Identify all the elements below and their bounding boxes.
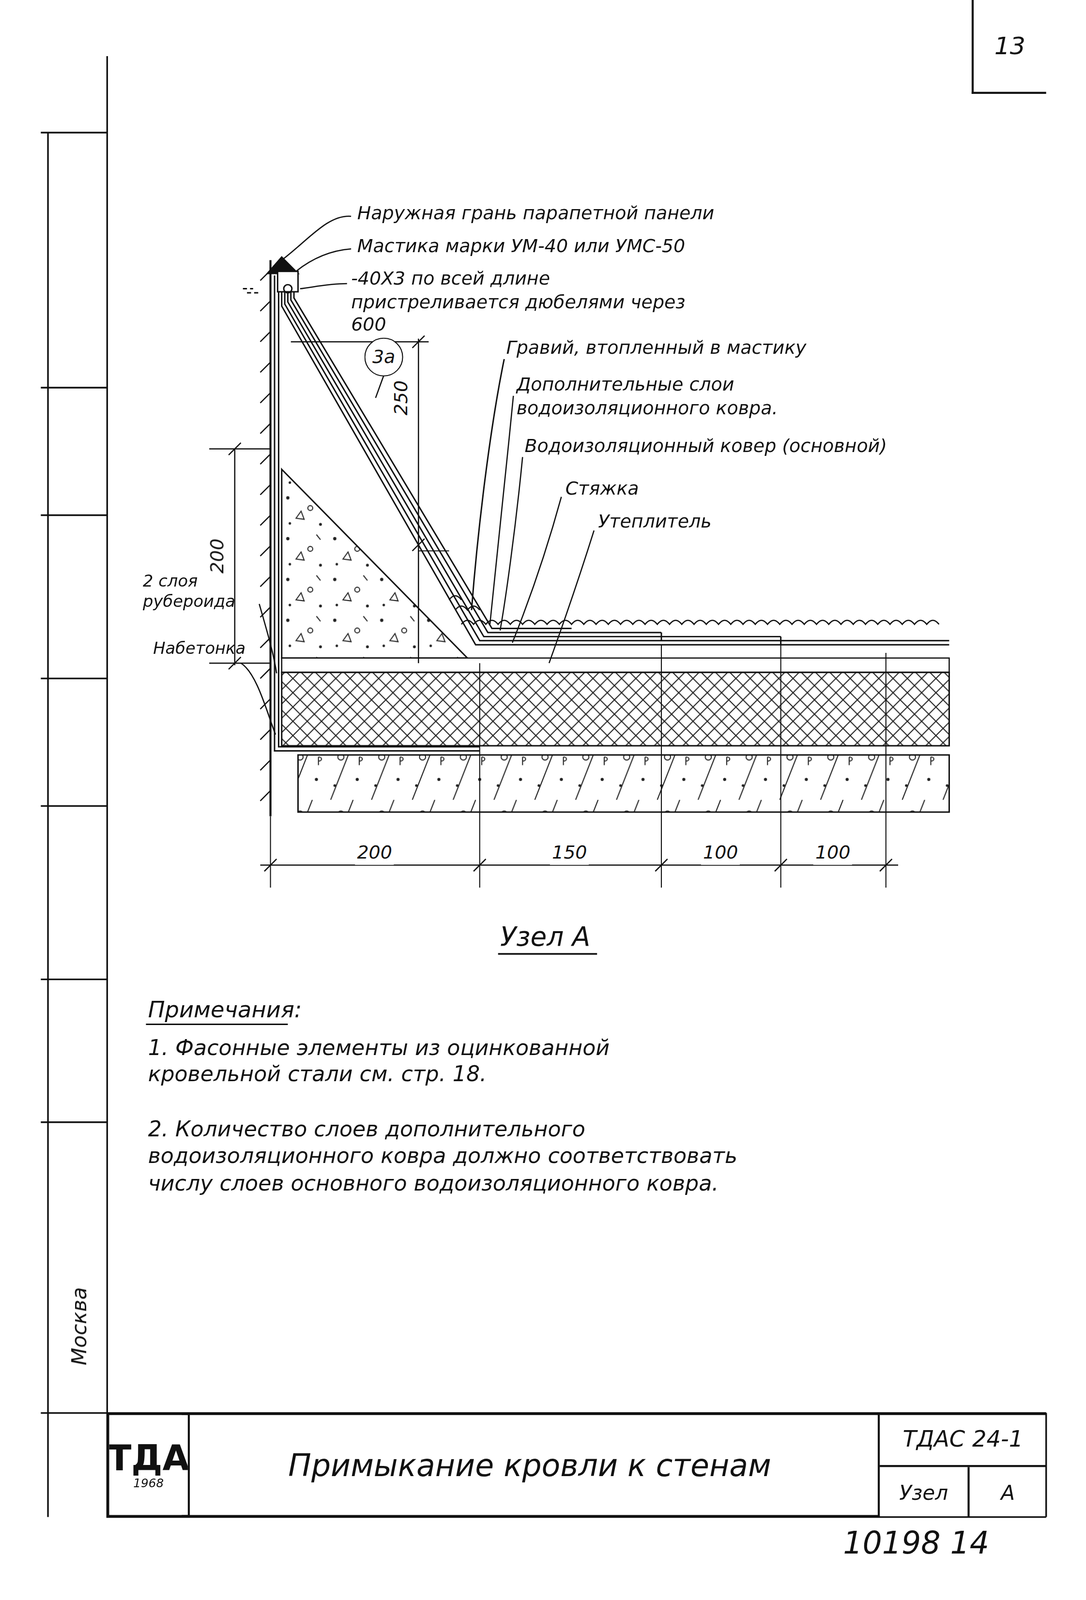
sheet-number: 10198 14 (842, 1524, 990, 1563)
callout-circle: 3а (364, 337, 404, 377)
leader-label: Мастика марки УМ-40 или УМС-50 (357, 234, 686, 258)
leader-label: Дополнительные слои водоизоляционного ко… (516, 373, 874, 420)
code-cell: ТДАС 24-1 (879, 1413, 1047, 1469)
cell-text: Узел (899, 1481, 949, 1504)
dimension-value: 150 (550, 841, 590, 865)
cell-text: ТДАС 24-1 (902, 1428, 1024, 1454)
leader-label: Водоизоляционный ковер (основной) (524, 434, 888, 458)
view-title: Узел А (500, 920, 591, 954)
dimension-value: 100 (701, 841, 741, 865)
cell-text: Примыкание кровли к стенам (288, 1448, 771, 1483)
stamp-cell: ТДА1968 (107, 1413, 190, 1518)
leader-label: 2 слоя рубероида (142, 571, 264, 612)
dimension-value: 100 (813, 841, 853, 865)
dimension-value: 200 (205, 536, 229, 576)
city-stamp: Москва (66, 1285, 93, 1368)
sheet-page-box: 13 (971, 0, 1047, 94)
dimension-value: 250 (389, 378, 413, 418)
dimension-value: 200 (354, 841, 395, 865)
cell-text: 13 (994, 32, 1026, 60)
note-text: 2. Количество слоев дополнительного водо… (148, 1116, 781, 1197)
note-text: 1. Фасонные элементы из оцинкованной кро… (148, 1035, 741, 1089)
leader-label: Стяжка (565, 477, 640, 501)
code-cell: Узел (879, 1467, 970, 1518)
notes-heading: Примечания: (148, 995, 303, 1025)
leader-label: Набетонка (152, 639, 246, 660)
cell-text: А (1000, 1481, 1015, 1504)
cell-subtext: 1968 (133, 1478, 164, 1492)
title-cell: Примыкание кровли к стенам (181, 1413, 880, 1518)
leader-label: Наружная грань парапетной панели (357, 201, 715, 225)
leader-label: Гравий, втопленный в мастику (506, 336, 807, 360)
cell-text: 3а (372, 347, 396, 368)
code-cell: А (969, 1467, 1047, 1518)
leader-label: -40Х3 по всей длине пристреливается дюбе… (351, 267, 709, 337)
cell-text: ТДА (107, 1439, 190, 1479)
leader-label: Утеплитель (597, 510, 712, 534)
